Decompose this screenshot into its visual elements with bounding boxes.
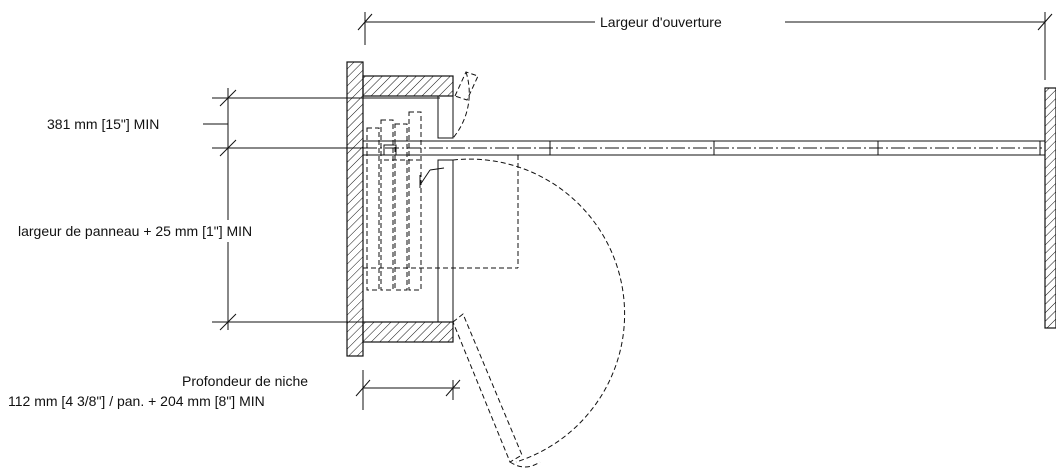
left-wall <box>346 61 364 357</box>
panel-track <box>362 140 1046 156</box>
niche-depth-title: Profondeur de niche <box>182 373 308 389</box>
upper-swing-leaf <box>452 71 479 139</box>
opening-width-label: Largeur d'ouverture <box>600 14 722 30</box>
niche-depth-value: 112 mm [4 3/8"] / pan. + 204 mm [8"] MIN <box>8 393 265 409</box>
dim-panel-width-label: largeur de panneau + 25 mm [1"] MIN <box>18 223 252 239</box>
right-wall <box>1044 87 1056 329</box>
dim-381-label: 381 mm [15"] MIN <box>47 116 159 132</box>
stacked-panels <box>363 111 519 291</box>
dim-panel-width: largeur de panneau + 25 mm [1"] MIN <box>10 148 440 331</box>
lower-swing-leaf <box>452 158 626 468</box>
opening-width-dimension: Largeur d'ouverture <box>357 12 1053 80</box>
niche-structure <box>362 75 454 343</box>
dim-niche-depth: Profondeur de niche 112 mm [4 3/8"] / pa… <box>8 370 461 410</box>
